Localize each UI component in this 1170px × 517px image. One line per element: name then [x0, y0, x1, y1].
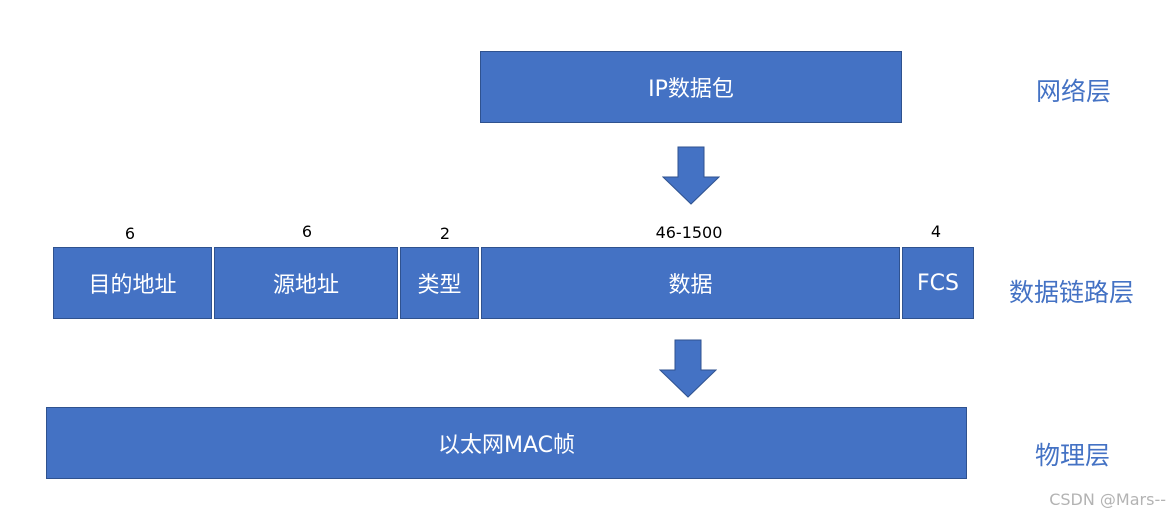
field-size-data: 46-1500 [655, 223, 723, 242]
field-src-address-label: 源地址 [272, 273, 339, 298]
down-arrow-icon [662, 146, 720, 205]
field-fcs-label: FCS [917, 270, 959, 296]
field-dest-address-label: 目的地址 [88, 273, 177, 298]
field-data: 数据 [481, 247, 900, 319]
field-dest-address: 目的地址 [53, 247, 212, 319]
ethernet-mac-frame-box: 以太网MAC帧 [46, 407, 967, 479]
ip-packet-box: IP数据包 [480, 51, 902, 123]
datalink-layer-label: 数据链路层 [1009, 278, 1135, 307]
field-type-label: 类型 [417, 273, 462, 298]
ip-packet-label: IP数据包 [648, 77, 734, 102]
watermark: CSDN @Mars-- [1049, 490, 1166, 509]
field-size-type: 2 [439, 224, 451, 243]
ethernet-mac-frame-label: 以太网MAC帧 [437, 433, 575, 458]
field-src-address: 源地址 [214, 247, 398, 319]
down-arrow-icon [659, 339, 717, 398]
field-data-label: 数据 [668, 273, 713, 298]
network-layer-label: 网络层 [1036, 77, 1112, 106]
field-size-fcs: 4 [930, 222, 942, 241]
field-fcs: FCS [902, 247, 974, 319]
field-type: 类型 [400, 247, 479, 319]
field-size-dest: 6 [124, 224, 136, 243]
physical-layer-label: 物理层 [1035, 441, 1111, 470]
field-size-src: 6 [301, 222, 313, 241]
